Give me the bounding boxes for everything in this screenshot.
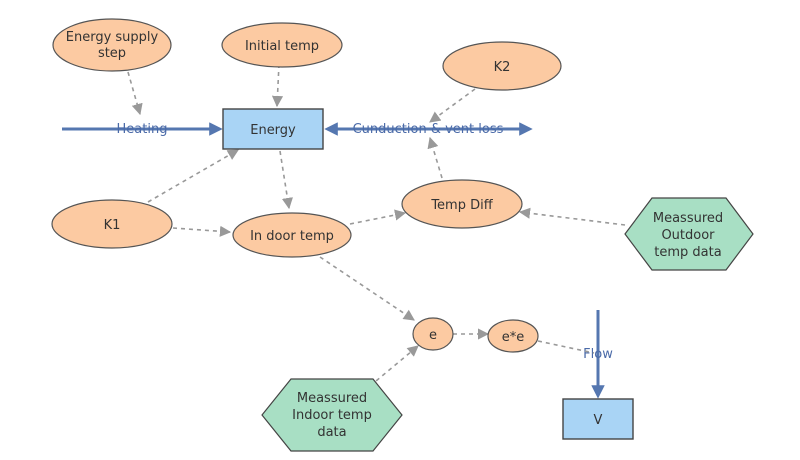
initial-temp-label: Initial temp: [245, 39, 319, 54]
heating-flow[interactable]: Heating: [62, 122, 223, 137]
node-energy-supply-step[interactable]: Energy supply step: [52, 18, 172, 72]
node-energy-stock[interactable]: Energy: [222, 108, 324, 150]
heating-flow-label: Heating: [117, 122, 168, 137]
v-label: V: [594, 413, 603, 428]
measured-outdoor-label-3: temp data: [654, 245, 721, 260]
link-measured-indoor-to-e[interactable]: [369, 345, 419, 387]
k2-label: K2: [494, 60, 511, 75]
link-outdoor-to-tempdiff[interactable]: [518, 207, 626, 226]
energy-supply-step-label-2: step: [98, 46, 126, 61]
node-e[interactable]: e: [412, 317, 454, 351]
node-temp-diff[interactable]: Temp Diff: [401, 179, 523, 229]
link-k1-to-indoor[interactable]: [172, 225, 232, 237]
measured-indoor-label-2: Indoor temp: [292, 408, 372, 423]
link-initial-to-energy[interactable]: [271, 63, 284, 108]
energy-supply-step-label-1: Energy supply: [66, 30, 159, 45]
node-in-door-temp[interactable]: In door temp: [232, 212, 352, 258]
conduction-flow-label: Cunduction & vent loss: [353, 122, 504, 137]
node-k2[interactable]: K2: [442, 41, 562, 91]
v-flow-label: Flow: [583, 347, 613, 362]
node-measured-indoor-temp-data[interactable]: Meassured Indoor temp data: [261, 378, 403, 452]
measured-indoor-label-1: Meassured: [297, 391, 367, 406]
dependency-links: [127, 63, 626, 387]
node-measured-outdoor-temp-data[interactable]: Meassured Outdoor temp data: [624, 197, 754, 271]
link-ee-to-flow[interactable]: [537, 340, 595, 354]
link-k2-to-conduction[interactable]: [429, 88, 476, 123]
e-times-e-label: e*e: [502, 330, 525, 345]
measured-indoor-label-3: data: [317, 425, 346, 440]
in-door-temp-label: In door temp: [250, 229, 334, 244]
node-e-times-e[interactable]: e*e: [487, 319, 539, 353]
link-k1-to-energy[interactable]: [147, 149, 239, 203]
node-k1[interactable]: K1: [51, 199, 173, 249]
temp-diff-label: Temp Diff: [430, 198, 493, 213]
node-initial-temp[interactable]: Initial temp: [221, 22, 343, 68]
k1-label: K1: [104, 218, 121, 233]
link-energy-to-indoor[interactable]: [279, 150, 293, 210]
e-label: e: [429, 328, 437, 343]
link-tempdiff-to-conduction[interactable]: [427, 136, 443, 179]
link-supply-to-heating[interactable]: [127, 71, 143, 116]
energy-label: Energy: [250, 123, 296, 138]
conduction-flow[interactable]: Cunduction & vent loss: [324, 122, 533, 137]
link-indoor-to-e[interactable]: [319, 256, 415, 321]
link-indoor-to-tempdiff[interactable]: [349, 209, 407, 225]
v-flow[interactable]: Flow: [583, 310, 613, 399]
measured-outdoor-label-2: Outdoor: [661, 228, 715, 243]
node-v-stock[interactable]: V: [562, 398, 634, 440]
measured-outdoor-label-1: Meassured: [653, 211, 723, 226]
